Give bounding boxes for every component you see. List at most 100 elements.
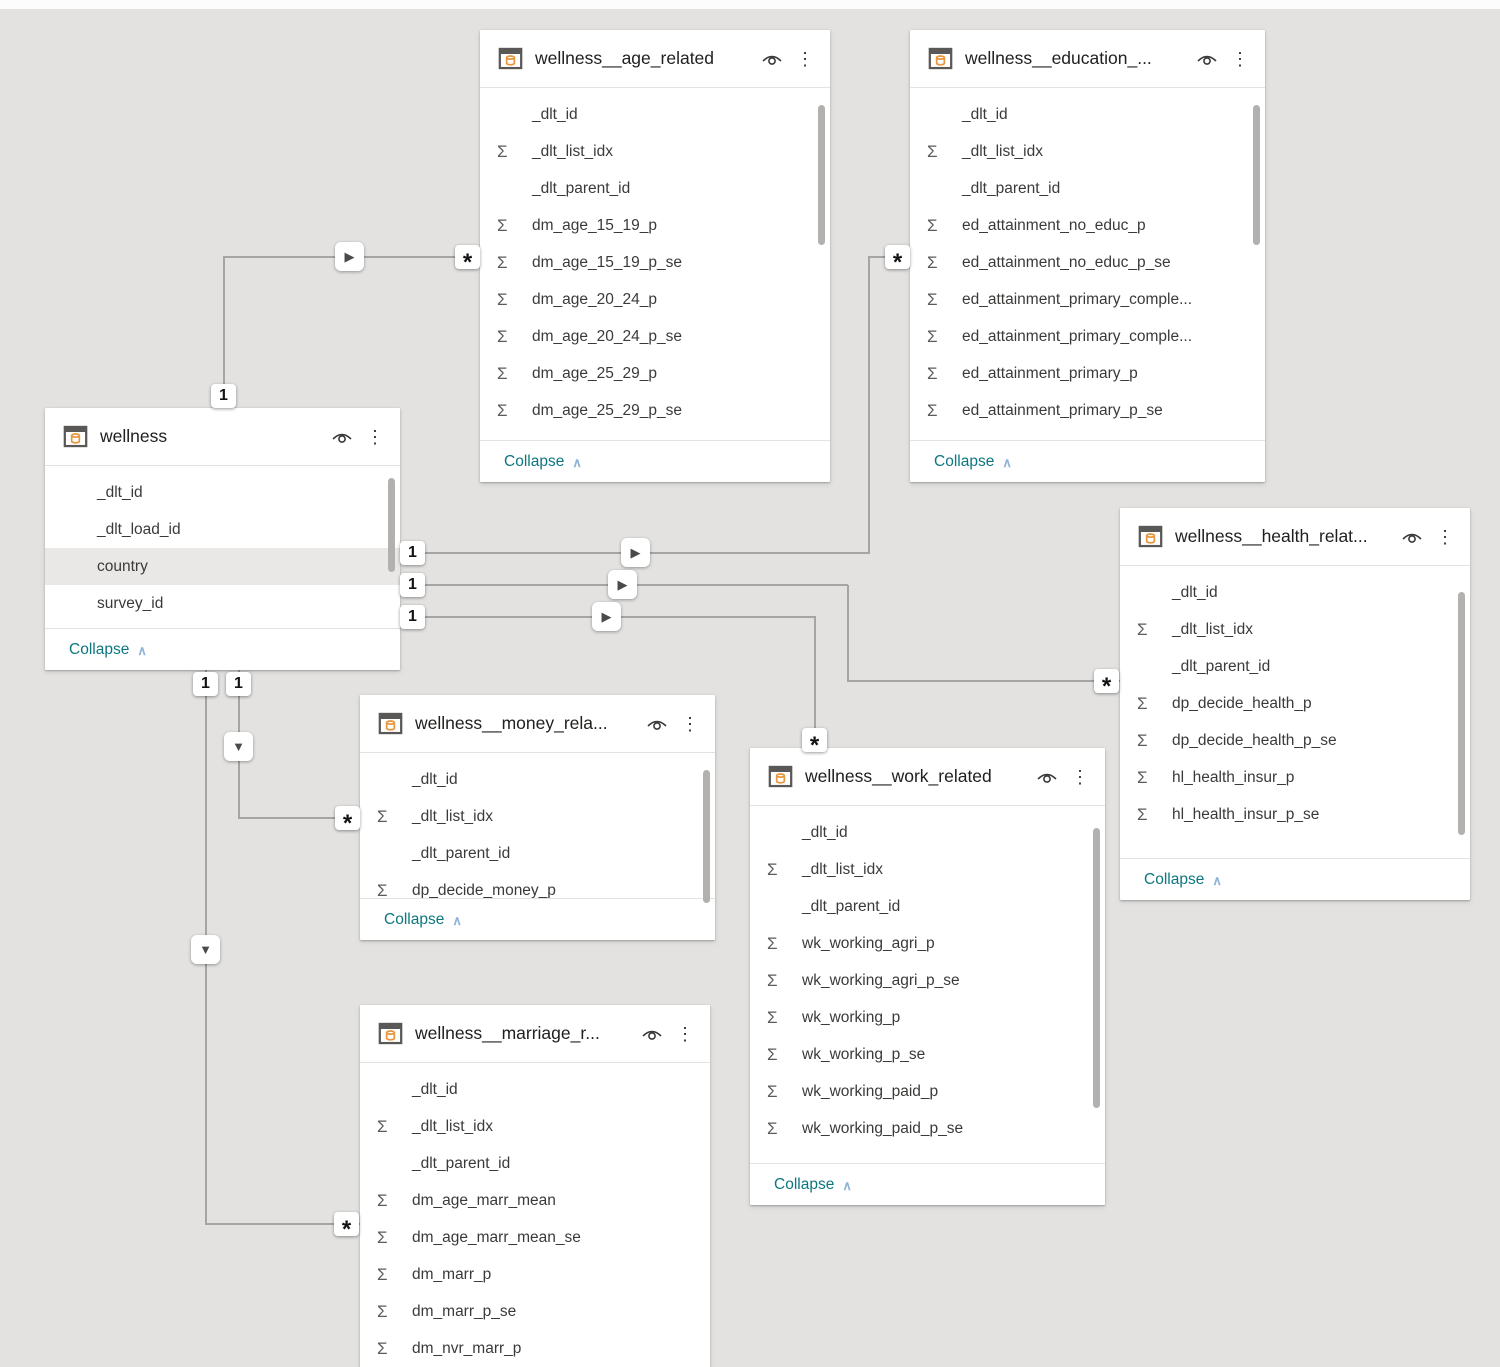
field-row-_dlt_list_idx[interactable]: Σ_dlt_list_idx: [480, 133, 830, 170]
field-row-_dlt_parent_id[interactable]: _dlt_parent_id: [480, 170, 830, 207]
field-row-_dlt_id[interactable]: _dlt_id: [360, 761, 715, 798]
cardinality-many-badge[interactable]: *: [802, 728, 827, 759]
scrollbar[interactable]: [1458, 592, 1465, 835]
table-header[interactable]: wellness__marriage_r... ⋮: [360, 1005, 710, 1063]
table-header[interactable]: wellness ⋮: [45, 408, 400, 466]
more-options-icon[interactable]: ⋮: [1231, 48, 1249, 69]
cardinality-one-badge[interactable]: 1: [400, 541, 425, 565]
collapse-footer[interactable]: Collapse ∧: [480, 440, 830, 482]
cardinality-many-badge[interactable]: *: [455, 245, 480, 276]
scrollbar[interactable]: [1093, 828, 1100, 1108]
collapse-footer[interactable]: Collapse ∧: [45, 628, 400, 670]
relationship-direction-down-icon[interactable]: ▼: [224, 732, 253, 761]
field-row-_dlt_list_idx[interactable]: Σ_dlt_list_idx: [1120, 611, 1470, 648]
field-row-_dlt_load_id[interactable]: _dlt_load_id: [45, 511, 400, 548]
field-row-_dlt_id[interactable]: _dlt_id: [910, 96, 1265, 133]
field-row-_dlt_parent_id[interactable]: _dlt_parent_id: [750, 888, 1105, 925]
cardinality-one-badge[interactable]: 1: [400, 605, 425, 629]
collapse-footer[interactable]: Collapse ∧: [750, 1163, 1105, 1205]
more-options-icon[interactable]: ⋮: [1436, 526, 1454, 547]
more-options-icon[interactable]: ⋮: [676, 1023, 694, 1044]
collapse-footer[interactable]: Collapse ∧: [360, 898, 715, 940]
eye-icon[interactable]: [646, 716, 668, 732]
relationship-direction-right-icon[interactable]: ▶: [621, 538, 650, 567]
field-row-_dlt_id[interactable]: _dlt_id: [360, 1071, 710, 1108]
eye-icon[interactable]: [1196, 51, 1218, 67]
cardinality-one-badge[interactable]: 1: [193, 672, 218, 696]
more-options-icon[interactable]: ⋮: [796, 48, 814, 69]
eye-icon[interactable]: [641, 1026, 663, 1042]
relationship-direction-right-icon[interactable]: ▶: [608, 570, 637, 599]
cardinality-one-badge[interactable]: 1: [211, 384, 236, 408]
eye-icon[interactable]: [1036, 769, 1058, 785]
field-row-_dlt_parent_id[interactable]: _dlt_parent_id: [360, 835, 715, 872]
field-row-_dlt_list_idx[interactable]: Σ_dlt_list_idx: [910, 133, 1265, 170]
field-row-_dlt_id[interactable]: _dlt_id: [750, 814, 1105, 851]
more-options-icon[interactable]: ⋮: [681, 713, 699, 734]
eye-icon[interactable]: [1401, 529, 1423, 545]
relationship-direction-right-icon[interactable]: ▶: [592, 602, 621, 631]
cardinality-one-badge[interactable]: 1: [400, 573, 425, 597]
field-row-country[interactable]: country: [45, 548, 400, 585]
eye-icon[interactable]: [331, 429, 353, 445]
collapse-footer[interactable]: Collapse ∧: [1120, 858, 1470, 900]
field-row-_dlt_parent_id[interactable]: _dlt_parent_id: [360, 1145, 710, 1182]
cardinality-many-badge[interactable]: *: [335, 806, 360, 837]
relationship-direction-down-icon[interactable]: ▼: [191, 935, 220, 964]
table-header[interactable]: wellness__money_rela... ⋮: [360, 695, 715, 753]
field-row-_dlt_id[interactable]: _dlt_id: [45, 474, 400, 511]
field-row-_dlt_list_idx[interactable]: Σ_dlt_list_idx: [360, 798, 715, 835]
field-row-survey_id[interactable]: survey_id: [45, 585, 400, 622]
field-row-_dlt_id[interactable]: _dlt_id: [1120, 574, 1470, 611]
table-header[interactable]: wellness__health_relat... ⋮: [1120, 508, 1470, 566]
table-header[interactable]: wellness__work_related ⋮: [750, 748, 1105, 806]
table-header[interactable]: wellness__age_related ⋮: [480, 30, 830, 88]
field-row-_dlt_parent_id[interactable]: _dlt_parent_id: [1120, 648, 1470, 685]
eye-icon[interactable]: [761, 51, 783, 67]
table-header[interactable]: wellness__education_... ⋮: [910, 30, 1265, 88]
scrollbar[interactable]: [818, 105, 825, 245]
field-row-_dlt_parent_id[interactable]: _dlt_parent_id: [910, 170, 1265, 207]
cardinality-many-badge[interactable]: *: [885, 245, 910, 276]
more-options-icon[interactable]: ⋮: [366, 426, 384, 447]
field-row-_dlt_id[interactable]: _dlt_id: [480, 96, 830, 133]
field-row-_dlt_list_idx[interactable]: Σ_dlt_list_idx: [360, 1108, 710, 1145]
scrollbar[interactable]: [388, 478, 395, 572]
scrollbar[interactable]: [703, 770, 710, 903]
cardinality-many-badge[interactable]: *: [334, 1212, 359, 1243]
relationship-direction-right-icon[interactable]: ▶: [335, 242, 364, 271]
field-row-_dlt_list_idx[interactable]: Σ_dlt_list_idx: [750, 851, 1105, 888]
collapse-footer[interactable]: Collapse ∧: [910, 440, 1265, 482]
cardinality-one-badge[interactable]: 1: [226, 672, 251, 696]
more-options-icon[interactable]: ⋮: [1071, 766, 1089, 787]
cardinality-many-badge[interactable]: *: [1094, 669, 1119, 700]
